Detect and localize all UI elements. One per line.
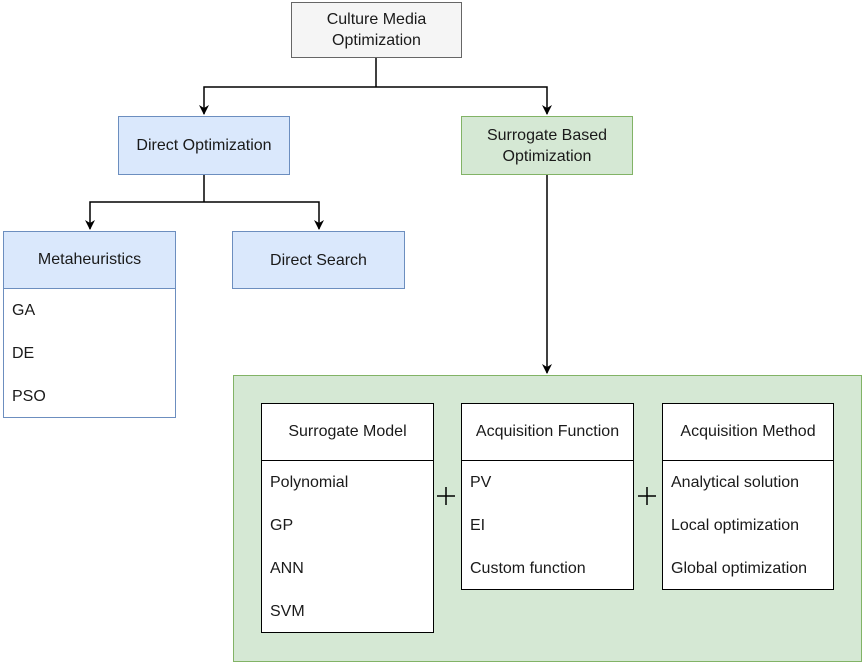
surrogate-label-line1: Surrogate Based (486, 126, 608, 144)
direct-search-node: Direct Search (232, 231, 405, 289)
root-label-line1: Culture Media (326, 11, 427, 28)
list-item: PSO (12, 388, 46, 405)
acquisition-method-header: Acquisition Method (663, 404, 833, 461)
surrogate-model-title: Surrogate Model (288, 423, 407, 440)
edge-direct-to-direct-search (204, 201, 324, 230)
acquisition-function-list: Acquisition Function PV EI Custom functi… (461, 403, 634, 590)
list-item: ANN (270, 560, 304, 577)
list-item: Polynomial (270, 474, 349, 491)
list-item: GA (12, 302, 36, 319)
list-item: PV (470, 474, 492, 491)
list-item: Local optimization (671, 517, 800, 534)
metaheuristics-list: Metaheuristics GA DE PSO (3, 231, 176, 418)
surrogate-based-optimization-node: Surrogate Based Optimization (461, 116, 633, 175)
edge-direct-to-metaheuristics (85, 201, 204, 230)
list-item: Global optimization (671, 560, 808, 577)
list-item: EI (470, 517, 486, 534)
plus-icon (638, 487, 656, 505)
root-label-line2: Optimization (332, 32, 421, 49)
direct-optimization-node: Direct Optimization (118, 116, 290, 175)
surrogate-model-header: Surrogate Model (262, 404, 433, 461)
list-item: DE (12, 345, 35, 362)
acquisition-function-title: Acquisition Function (475, 423, 620, 440)
acquisition-function-header: Acquisition Function (462, 404, 633, 461)
surrogate-model-list: Surrogate Model Polynomial GP ANN SVM (261, 403, 434, 633)
list-item: GP (270, 517, 294, 534)
edge-root-to-surrogate (376, 86, 552, 115)
list-item: Analytical solution (671, 474, 800, 491)
surrogate-label-line2: Optimization (502, 147, 592, 165)
direct-search-label: Direct Search (270, 251, 367, 269)
list-item: SVM (270, 603, 305, 620)
list-item: Custom function (470, 560, 586, 577)
direct-optimization-label: Direct Optimization (136, 137, 272, 154)
edge-root-to-direct (199, 86, 376, 115)
metaheuristics-title: Metaheuristics (37, 251, 142, 268)
acquisition-method-title: Acquisition Method (680, 423, 816, 440)
metaheuristics-header: Metaheuristics (4, 232, 175, 289)
culture-media-optimization-node: Culture Media Optimization (291, 2, 462, 58)
plus-icon (437, 487, 455, 505)
acquisition-method-list: Acquisition Method Analytical solution L… (662, 403, 834, 590)
